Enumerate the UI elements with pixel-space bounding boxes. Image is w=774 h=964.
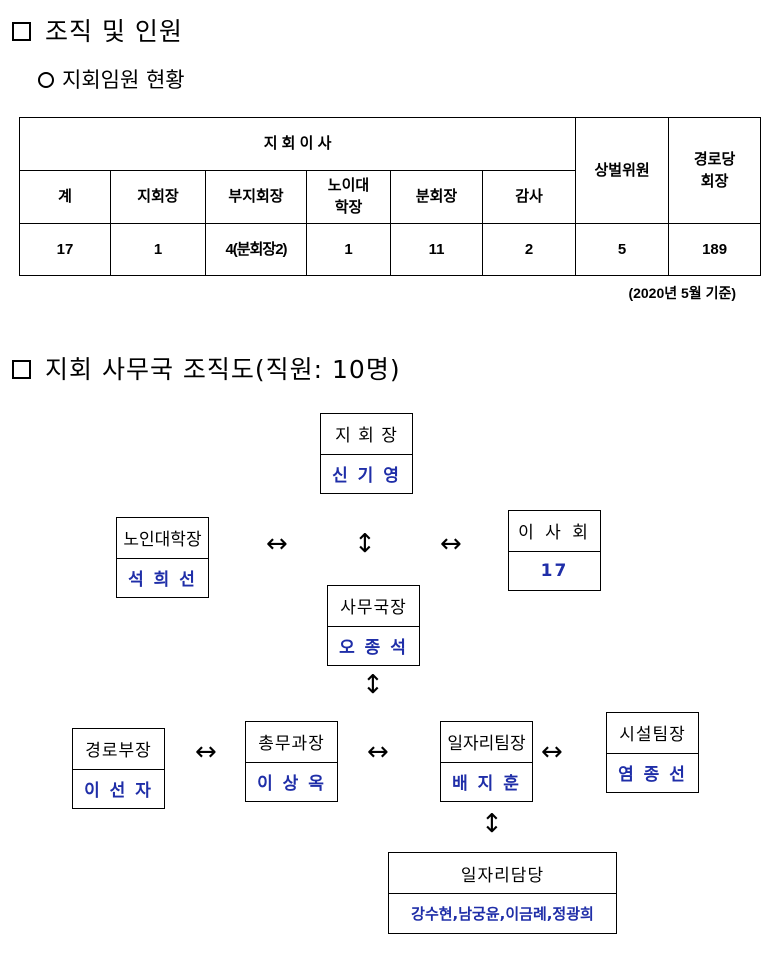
org-title: 경로부장 — [85, 741, 152, 762]
header-senior-center-heads: 경로당 회장 — [668, 117, 762, 224]
value-college-dean: 1 — [306, 223, 391, 276]
org-box-jobs-staff: 일자리담당 강수현,남궁윤,이금례,정광희 — [388, 852, 617, 934]
org-name: 이 상 옥 — [246, 761, 337, 802]
section-heading-organization: 조직 및 인원 — [12, 12, 183, 48]
arrow-horizontal-icon: ↔ — [367, 737, 389, 767]
org-name: 오 종 석 — [328, 625, 419, 666]
org-title: 이 사 회 — [518, 523, 591, 544]
org-title: 총무과장 — [258, 734, 325, 755]
org-box-chairman: 지 회 장 신 기 영 — [320, 413, 413, 494]
org-name: 염 종 선 — [607, 752, 698, 793]
org-name: 17 — [509, 550, 600, 591]
org-name: 신 기 영 — [321, 453, 412, 494]
org-name: 석 희 선 — [117, 557, 208, 598]
value-senior-center-heads: 189 — [668, 223, 762, 276]
arrow-horizontal-icon: ↔ — [195, 737, 217, 767]
value-auditors: 2 — [481, 223, 577, 276]
header-senior-center-text: 경로당 회장 — [693, 150, 736, 190]
arrow-horizontal-icon: ↔ — [440, 529, 462, 559]
section-heading-text: 조직 및 인원 — [45, 17, 183, 46]
value-total: 17 — [19, 223, 111, 276]
subheading-text: 지회임원 현황 — [62, 68, 185, 92]
org-title: 노인대학장 — [123, 530, 202, 551]
arrow-horizontal-icon: ↔ — [266, 529, 288, 559]
org-name: 이 선 자 — [73, 768, 164, 809]
org-box-elderly-dept: 경로부장 이 선 자 — [72, 728, 165, 809]
org-title: 일자리담당 — [460, 865, 545, 886]
arrow-horizontal-icon: ↔ — [541, 737, 563, 767]
org-title: 시설팀장 — [619, 725, 686, 746]
header-board-members: 지 회 이 사 — [18, 117, 577, 171]
org-title: 일자리팀장 — [447, 734, 526, 755]
org-title: 사무국장 — [340, 598, 407, 619]
org-box-general-affairs: 총무과장 이 상 옥 — [245, 721, 338, 802]
header-chairman: 지회장 — [110, 170, 206, 224]
header-disciplinary: 상벌위원 — [575, 117, 670, 224]
header-auditors: 감사 — [481, 170, 577, 224]
value-vice-chairman: 4(분회장2) — [205, 223, 307, 276]
org-box-jobs-team: 일자리팀장 배 지 훈 — [440, 721, 533, 802]
org-name: 배 지 훈 — [441, 761, 532, 802]
circle-bullet-icon — [38, 72, 54, 88]
header-total: 계 — [19, 170, 111, 224]
org-title: 지 회 장 — [335, 426, 398, 447]
org-name: 강수현,남궁윤,이금례,정광희 — [389, 893, 616, 933]
arrow-vertical-icon: ↕ — [354, 529, 376, 559]
value-branch-heads: 11 — [390, 223, 483, 276]
arrow-vertical-icon: ↕ — [362, 670, 384, 700]
org-box-board: 이 사 회 17 — [508, 510, 601, 591]
header-college-dean: 노이대 학장 — [306, 170, 391, 224]
officers-table: 지 회 이 사 상벌위원 경로당 회장 계 지회장 부지회장 노이대 학장 분회… — [18, 117, 762, 276]
org-box-secretary-general: 사무국장 오 종 석 — [327, 585, 420, 666]
org-box-senior-college: 노인대학장 석 희 선 — [116, 517, 209, 598]
checkbox-square-icon — [12, 360, 31, 379]
org-box-facilities-team: 시설팀장 염 종 선 — [606, 712, 699, 793]
arrow-vertical-icon: ↕ — [481, 809, 503, 839]
basis-date-note: (2020년 5월 기준) — [628, 285, 736, 301]
subheading-officers: 지회임원 현황 — [38, 64, 185, 94]
section-heading-org-chart: 지회 사무국 조직도(직원: 10명) — [12, 350, 401, 386]
header-branch-heads: 분회장 — [390, 170, 483, 224]
value-disciplinary: 5 — [575, 223, 670, 276]
checkbox-square-icon — [12, 22, 31, 41]
value-chairman: 1 — [110, 223, 206, 276]
header-vice-chairman: 부지회장 — [205, 170, 307, 224]
section-heading-text: 지회 사무국 조직도(직원: 10명) — [45, 355, 401, 384]
header-college-dean-text: 노이대 학장 — [327, 177, 370, 216]
